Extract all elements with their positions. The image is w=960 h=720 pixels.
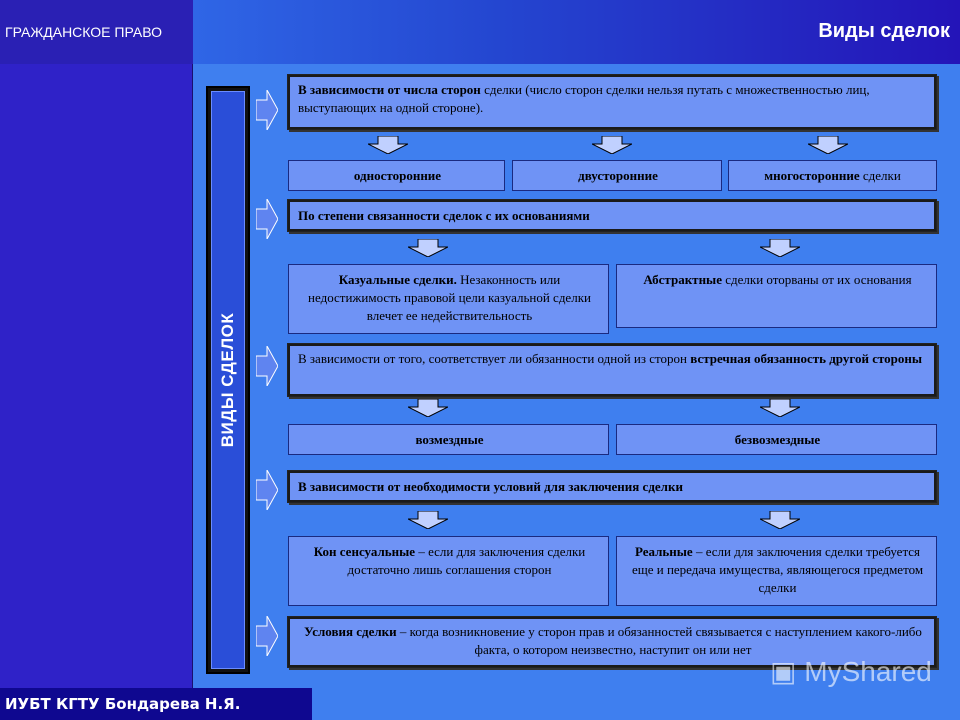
section-label-bar: ГРАЖДАНСКОЕ ПРАВО: [0, 0, 193, 64]
down-arrow-icon: [368, 136, 408, 154]
right-arrow-icon: [256, 199, 278, 239]
group-header-bold: Условия сделки: [304, 624, 397, 639]
down-arrow-icon: [408, 399, 448, 417]
group-header-parties: В зависимости от числа сторон сделки (чи…: [287, 74, 937, 130]
group-header-bold: В зависимости от необходимости условий д…: [298, 479, 683, 494]
item-gratuitous: безвозмездные: [616, 424, 937, 455]
item-description: – если для заключения сделки требуется е…: [631, 544, 924, 595]
down-arrow-icon: [808, 136, 848, 154]
watermark: ▣ MyShared: [770, 655, 940, 695]
item-onerous: возмездные: [288, 424, 609, 455]
presentation-icon: ▣: [770, 656, 797, 687]
group-header-bold: В зависимости от числа сторон: [298, 82, 481, 97]
group-header-text: сделки (число сторон сделки нельзя путат…: [298, 82, 870, 115]
vertical-category-bar: ВИДЫ СДЕЛОК: [206, 86, 250, 674]
item-label: Кон сенсуальные: [313, 544, 416, 559]
item-description: – если для заключения сделки достаточно …: [347, 544, 586, 577]
item-abstract: Абстрактные сделки оторваны от их основа…: [616, 264, 937, 328]
group-header-reciprocity: В зависимости от того, соответствует ли …: [287, 343, 937, 397]
right-arrow-icon: [256, 470, 278, 510]
left-panel: [0, 0, 193, 720]
group-header-text: – когда возникновение у сторон прав и об…: [396, 624, 922, 657]
item-unilateral: односторонние: [288, 160, 505, 191]
item-label: Казуальные сделки.: [338, 272, 457, 287]
group-header-conditional-deals: Условия сделки – когда возникновение у с…: [287, 616, 937, 668]
down-arrow-icon: [408, 511, 448, 529]
right-arrow-icon: [256, 346, 278, 386]
group-header-bold: По степени связанности сделок с их основ…: [298, 208, 590, 223]
item-label: безвозмездные: [734, 432, 821, 447]
footer-author: ИУБТ КГТУ Бондарева Н.Я.: [5, 695, 241, 713]
item-consensual: Кон сенсуальные – если для заключения сд…: [288, 536, 609, 606]
group-header-bold: встречная обязанность другой стороны: [690, 351, 923, 366]
section-label: ГРАЖДАНСКОЕ ПРАВО: [5, 24, 162, 40]
item-label: многосторонние: [764, 168, 860, 183]
item-label: односторонние: [353, 168, 442, 183]
item-description: Незаконность или недостижимость правовой…: [308, 272, 591, 323]
item-label: возмездные: [415, 432, 484, 447]
vertical-category-label: ВИДЫ СДЕЛОК: [218, 312, 237, 448]
down-arrow-icon: [592, 136, 632, 154]
title-bar: Виды сделок: [193, 0, 960, 64]
right-arrow-icon: [256, 616, 278, 656]
down-arrow-icon: [408, 239, 448, 257]
item-label: двусторонние: [578, 168, 658, 183]
group-header-basis: По степени связанности сделок с их основ…: [287, 199, 937, 232]
item-label: Абстрактные: [643, 272, 722, 287]
item-real: Реальные – если для заключения сделки тр…: [616, 536, 937, 606]
item-multilateral: многосторонние сделки: [728, 160, 937, 191]
group-header-text: В зависимости от того, соответствует ли …: [298, 351, 691, 366]
watermark-text: MyShared: [804, 656, 932, 687]
item-label: Реальные: [634, 544, 693, 559]
item-causal: Казуальные сделки. Незаконность или недо…: [288, 264, 609, 334]
footer: ИУБТ КГТУ Бондарева Н.Я.: [0, 688, 312, 720]
group-header-conditions: В зависимости от необходимости условий д…: [287, 470, 937, 503]
down-arrow-icon: [760, 511, 800, 529]
item-description: сделки оторваны от их основания: [721, 272, 912, 287]
slide-title: Виды сделок: [818, 20, 950, 42]
right-arrow-icon: [256, 90, 278, 130]
item-label-rest: сделки: [859, 168, 901, 183]
down-arrow-icon: [760, 239, 800, 257]
item-bilateral: двусторонние: [512, 160, 722, 191]
down-arrow-icon: [760, 399, 800, 417]
